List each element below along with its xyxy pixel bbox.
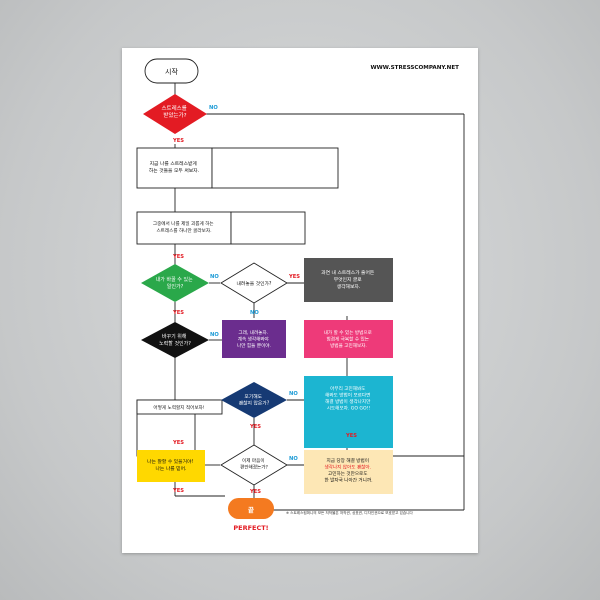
d4-text: 바꾸기 위해 노력할 것인가? xyxy=(159,333,191,347)
pink-box-find-way xyxy=(304,320,393,358)
yes-label: YES xyxy=(345,433,357,439)
no-label: NO xyxy=(210,274,219,280)
box-list-stressors xyxy=(136,147,213,189)
yes-label: YES xyxy=(172,138,184,144)
d5-text: 포기해도 괜찮지 않은가? xyxy=(239,393,270,407)
footnote: ※ 스트레스컴퍼니의 모든 저작물은 저작권, 상표권, 디자인권으로 보호받고… xyxy=(286,510,414,515)
decision-stressed-text: 스트레스를 받았는가? xyxy=(161,104,188,119)
decision-feel-better xyxy=(220,444,288,486)
yes-label: YES xyxy=(172,440,184,446)
purple-box-let-go xyxy=(222,320,286,358)
perfect-label: PERFECT! xyxy=(233,524,268,532)
purple-box-text: 그래, 내려놓자. 계속 생각해봐야 나만 힘들 뿐이야. xyxy=(237,329,271,349)
box-list-stressors-writing-area xyxy=(211,147,339,189)
yes-label: YES xyxy=(172,488,184,494)
yes-label: YES xyxy=(288,274,300,280)
box1-text: 지금 나를 스트레스받게 하는 것들을 모두 써보자. xyxy=(149,160,199,174)
no-label: NO xyxy=(209,105,218,111)
flowchart-poster: 시작 WWW.STRESSCOMPANY.NET 스트레스를 받았는가? 지금 … xyxy=(122,48,478,553)
yellow-box-believe xyxy=(137,450,205,482)
cream-box-text: 지금 당장 해결 방법이 생각나지 않아도 괜찮아. 고민하는 것만으로도 한 … xyxy=(324,457,372,484)
box2-text: 그중에서 나를 제일 괴롭게 하는 스트레스를 하나만 골라보자. xyxy=(153,220,215,234)
yes-label: YES xyxy=(172,254,184,260)
gray-box-reflect xyxy=(304,258,393,302)
pink-box-text: 내가 할 수 있는 방법으로 힘겹게 극복할 수 있는 방법을 고민해보자. xyxy=(324,329,374,349)
no-label: NO xyxy=(210,332,219,338)
branch-labels: NO YES YES NO YES YES NO NO NO YES YES Y… xyxy=(172,105,357,495)
cream-box-encourage xyxy=(304,450,393,494)
yes-label: YES xyxy=(249,424,261,430)
d1-line2: 받았는가? xyxy=(163,111,186,119)
flowchart-diagram: 시작 WWW.STRESSCOMPANY.NET 스트레스를 받았는가? 지금 … xyxy=(136,58,465,532)
start-terminal xyxy=(144,58,199,84)
end-label: 끝 xyxy=(248,505,254,514)
box-how-to-try-header xyxy=(136,399,223,415)
decision-can-change xyxy=(141,264,209,302)
box-pick-one-stressor xyxy=(136,211,232,245)
decision-stressed xyxy=(143,94,207,134)
no-label: NO xyxy=(250,310,259,316)
box-pick-writing-area xyxy=(230,211,306,245)
d2-text: 내가 바꿀 수 있는 일인가? xyxy=(156,276,195,290)
connector-lines xyxy=(174,83,465,511)
yellow-box-text: 나는 잘할 수 있을거야! 나는 나를 믿어. xyxy=(147,458,195,472)
d6-text: 이제 마음이 편안해졌는가? xyxy=(240,457,268,471)
end-terminal xyxy=(228,498,274,519)
yes-label: YES xyxy=(249,489,261,495)
site-url: WWW.STRESSCOMPANY.NET xyxy=(370,65,459,71)
write-box-text: 어떻게 노력할지 적어보자! xyxy=(153,404,204,411)
decision-let-go xyxy=(220,262,288,304)
start-label: 시작 xyxy=(165,67,178,76)
cyan-box-text: 아무리 고민해봐도 해봐도 방법이 모르다면 해결 방법이 생각나지만 시도해보… xyxy=(325,385,372,412)
decision-ok-to-quit xyxy=(221,382,287,418)
d3-text: 내려놓을 것인가? xyxy=(237,280,272,287)
d1-line1: 스트레스를 xyxy=(161,104,186,112)
no-label: NO xyxy=(289,456,298,462)
decision-will-try xyxy=(141,322,209,358)
no-label: NO xyxy=(289,391,298,397)
gray-box-text: 과연 내 스트레스가 줄어든 무엇인지 글로 생각해보자. xyxy=(321,269,376,290)
cyan-box-go-go xyxy=(304,376,393,448)
yes-label: YES xyxy=(172,310,184,316)
